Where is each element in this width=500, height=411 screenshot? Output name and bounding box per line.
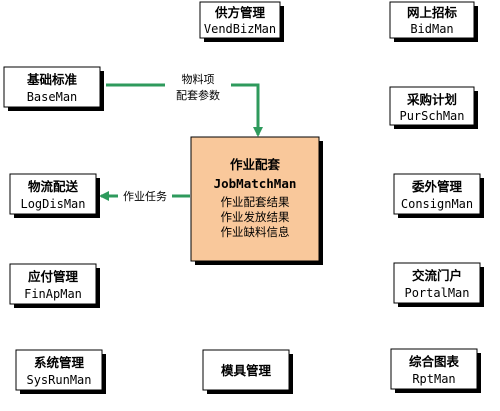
module-title: 交流门户 xyxy=(412,268,462,283)
module-report[interactable]: 综合图表 RptMan xyxy=(390,348,481,393)
edge-label-matching-params: 配套参数 xyxy=(176,88,220,102)
module-code: JobMatchMan xyxy=(214,176,297,191)
module-title: 物流配送 xyxy=(28,179,79,194)
module-box xyxy=(9,263,97,305)
module-title: 作业配套 xyxy=(230,157,281,172)
module-box xyxy=(393,173,481,215)
module-box xyxy=(393,262,481,304)
module-title: 综合图表 xyxy=(409,354,460,369)
module-code: BaseMan xyxy=(27,90,78,104)
module-title: 采购计划 xyxy=(406,92,457,107)
module-box xyxy=(15,349,103,391)
edge-label-material-item: 物料项 xyxy=(182,72,215,86)
module-vendbiz[interactable]: 供方管理 VendBizMan xyxy=(199,1,284,42)
module-code: VendBizMan xyxy=(204,22,276,36)
module-box xyxy=(190,136,320,262)
module-bid[interactable]: 网上招标 BidMan xyxy=(389,1,478,42)
module-logistics[interactable]: 物流配送 LogDisMan xyxy=(9,173,100,218)
module-center-jobmatch[interactable]: 作业配套 JobMatchMan 作业配套结果 作业发放结果 作业缺料信息 xyxy=(190,136,323,265)
connector-center-to-logistics: 作业任务 xyxy=(99,188,190,204)
module-box xyxy=(3,66,101,108)
module-box xyxy=(390,348,478,390)
module-purchase[interactable]: 采购计划 PurSchMan xyxy=(389,86,478,129)
module-code: FinApMan xyxy=(24,287,82,301)
module-title: 系统管理 xyxy=(34,355,85,370)
center-result-line: 作业缺料信息 xyxy=(221,225,290,239)
center-result-line: 作业配套结果 xyxy=(221,195,290,209)
module-box xyxy=(199,1,281,39)
module-code: BidMan xyxy=(410,22,453,36)
module-title: 网上招标 xyxy=(407,5,458,20)
center-result-line: 作业发放结果 xyxy=(221,210,290,224)
module-portal[interactable]: 交流门户 PortalMan xyxy=(393,262,484,307)
module-code: PurSchMan xyxy=(399,109,464,123)
module-title: 供方管理 xyxy=(214,5,266,20)
module-title: 模具管理 xyxy=(221,363,272,378)
arrow-base-to-center xyxy=(106,83,263,137)
module-box xyxy=(202,349,290,391)
module-code: ConsignMan xyxy=(401,197,473,211)
module-code: PortalMan xyxy=(404,286,469,300)
module-mold[interactable]: 模具管理 xyxy=(202,349,293,394)
module-finap[interactable]: 应付管理 FinApMan xyxy=(9,263,100,308)
edge-label-job-task: 作业任务 xyxy=(123,190,167,203)
module-base[interactable]: 基础标准 BaseMan xyxy=(3,66,104,111)
module-box xyxy=(389,86,475,126)
module-box xyxy=(389,1,475,39)
module-sysrun[interactable]: 系统管理 SysRunMan xyxy=(15,349,106,394)
edge-label-bg xyxy=(165,70,231,104)
module-code: RptMan xyxy=(412,372,455,386)
module-title: 基础标准 xyxy=(26,72,78,87)
module-code: LogDisMan xyxy=(20,197,85,211)
edge-label-bg xyxy=(118,188,172,204)
module-code: SysRunMan xyxy=(26,373,91,387)
module-consign[interactable]: 委外管理 ConsignMan xyxy=(393,173,484,218)
module-title: 应付管理 xyxy=(28,269,79,284)
module-box xyxy=(9,173,97,215)
connector-base-to-center: 物料项 配套参数 xyxy=(106,70,263,137)
module-title: 委外管理 xyxy=(411,179,463,194)
